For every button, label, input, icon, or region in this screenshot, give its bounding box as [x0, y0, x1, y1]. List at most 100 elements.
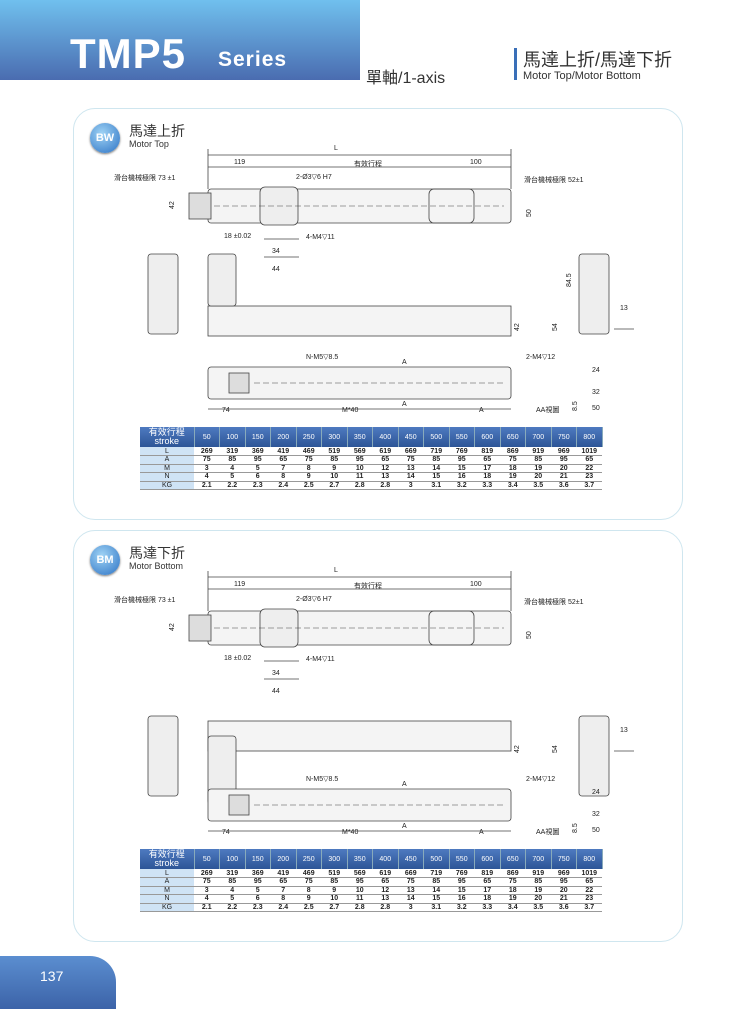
header-cn: 有效行程	[148, 849, 185, 859]
table-cell: 3.7	[576, 481, 602, 490]
table-cell: 269	[194, 869, 220, 878]
table-cell: 20	[551, 886, 577, 895]
section-title: 馬達下折	[129, 545, 185, 561]
table-cell: 869	[500, 869, 526, 878]
dimension-label-limit_right: 滑台機械極限 52±1	[524, 177, 584, 184]
table-cell: 469	[296, 869, 322, 878]
stroke-column-header: 250	[296, 427, 322, 447]
bottom-view	[207, 366, 512, 410]
table-cell: 12	[372, 886, 398, 895]
table-cell: 14	[423, 464, 449, 473]
table-cell: 75	[194, 455, 220, 465]
dimension-label-tol18: 18 ±0.02	[224, 233, 252, 240]
table-cell: 619	[372, 447, 398, 456]
table-cell: 20	[551, 464, 577, 473]
dimension-label-stroke: 有效行程	[354, 161, 382, 168]
table-cell: 4	[194, 472, 220, 482]
table-cell: 419	[270, 869, 296, 878]
header-banner: TMP5 Series	[0, 0, 360, 80]
table-cell: 13	[398, 886, 424, 895]
table-cell: 21	[551, 894, 577, 904]
table-cell: 65	[372, 455, 398, 465]
table-cell: 769	[449, 869, 475, 878]
table-cell: 85	[219, 877, 245, 887]
dimension-label-L: L	[334, 145, 338, 152]
dimension-label-aa: AA視圖	[536, 829, 560, 836]
table-cell: 669	[398, 869, 424, 878]
stroke-column-header: 600	[474, 849, 501, 869]
bottom-view	[207, 788, 512, 832]
table-cell: 3	[194, 886, 220, 895]
dimension-label-d44: 44	[272, 266, 280, 273]
table-cell: 2.1	[194, 481, 220, 490]
table-cell: 13	[372, 472, 398, 482]
table-cell: 5	[245, 886, 271, 895]
table-cell: 819	[474, 869, 500, 878]
table-cell: 2.7	[321, 903, 347, 912]
table-cell: 22	[576, 886, 602, 895]
table-cell: 95	[551, 877, 577, 887]
table-cell: 18	[474, 472, 500, 482]
table-cell: 669	[398, 447, 424, 456]
table-cell: 65	[270, 877, 296, 887]
table-cell: 19	[500, 894, 526, 904]
section-badge: BW	[90, 123, 120, 153]
table-cell: 19	[525, 886, 551, 895]
dimension-label-d74: 74	[222, 407, 230, 414]
table-cell: 3	[194, 464, 220, 473]
table-cell: 65	[576, 877, 602, 887]
table-cell: 95	[245, 455, 271, 465]
table-cell: 20	[525, 894, 551, 904]
table-cell: 13	[372, 894, 398, 904]
dimension-label-d100: 100	[470, 159, 482, 166]
header-cn: 有效行程	[148, 427, 185, 437]
table-cell: 19	[500, 472, 526, 482]
table-cell: 2.2	[219, 903, 245, 912]
table-cell: 75	[296, 455, 322, 465]
stroke-column-header: 150	[245, 849, 271, 869]
row-label: M	[140, 886, 194, 895]
dimension-label-limit_left: 滑台機械極限 73 ±1	[114, 175, 176, 182]
dimension-drawing	[147, 571, 634, 832]
dimension-label-d32: 32	[592, 389, 600, 396]
table-cell: 3.4	[500, 903, 526, 912]
dimension-label-L: L	[334, 567, 338, 574]
dimension-label-d74: 74	[222, 829, 230, 836]
table-cell: 16	[449, 472, 475, 482]
dimension-label-A2: A	[402, 401, 407, 408]
table-cell: 5	[219, 472, 245, 482]
table-cell: 16	[449, 894, 475, 904]
table-cell: 10	[347, 464, 373, 473]
side-view	[147, 253, 634, 337]
table-cell: 769	[449, 447, 475, 456]
table-cell: 3	[398, 903, 424, 912]
dimension-label-m40: M*40	[342, 829, 359, 836]
table-cell: 7	[270, 464, 296, 473]
table-cell: 6	[245, 894, 271, 904]
stroke-column-header: 300	[321, 849, 348, 869]
table-cell: 95	[245, 877, 271, 887]
stroke-column-header: 400	[372, 849, 399, 869]
dimension-label-d34: 34	[272, 248, 280, 255]
stroke-column-header: 650	[500, 849, 526, 869]
dimension-label-d42b: 42	[514, 745, 521, 753]
dimension-label-aa: AA視圖	[536, 407, 560, 414]
table-cell: 3.1	[423, 903, 449, 912]
stroke-column-header: 800	[576, 427, 603, 447]
table-cell: 17	[474, 464, 500, 473]
table-cell: 3.7	[576, 903, 602, 912]
section-subtitle: Motor Bottom	[129, 561, 184, 571]
table-cell: 2.2	[219, 481, 245, 490]
table-cell: 2.7	[321, 481, 347, 490]
dimension-label-A2: A	[402, 823, 407, 830]
stroke-column-header: 100	[219, 427, 246, 447]
stroke-column-header: 500	[423, 849, 450, 869]
row-label: A	[140, 455, 194, 465]
stroke-column-header: 800	[576, 849, 603, 869]
dimension-label-d54: 54	[552, 745, 559, 753]
